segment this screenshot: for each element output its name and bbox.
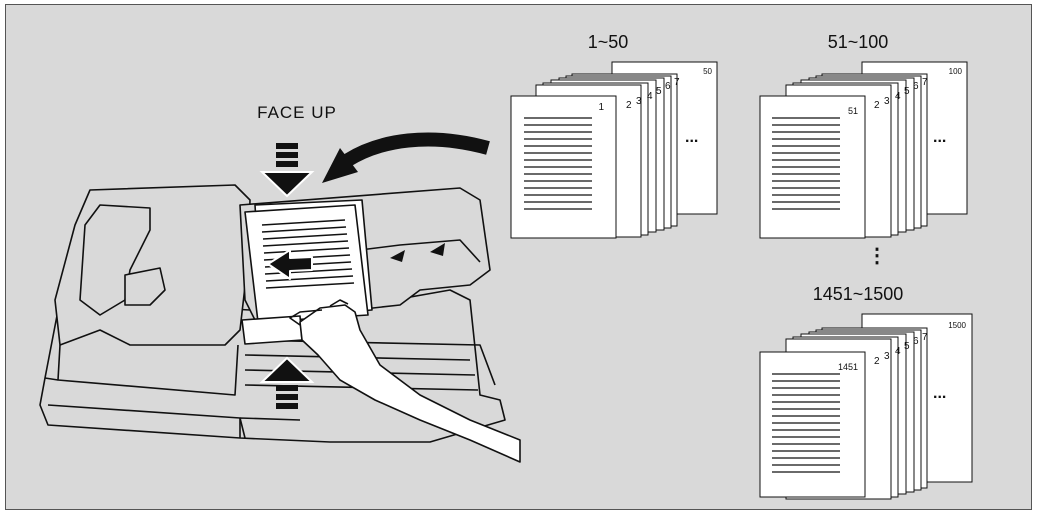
insert-down-arrow: [259, 143, 315, 198]
text-lines: [772, 373, 840, 473]
page-number: 5: [904, 341, 910, 352]
first-page-number: 1: [598, 102, 604, 113]
page-number: 5: [656, 86, 662, 97]
text-lines: [772, 117, 840, 210]
last-page-number: 50: [703, 67, 712, 76]
curved-insert-arrow: [322, 132, 490, 183]
stack-range-label: 1~50: [588, 32, 629, 52]
stack-1451-1500: 1451~1500 1500 ... 7 6 5 4 3 2 1451: [759, 284, 973, 500]
page-number: 3: [884, 96, 890, 107]
face-up-label: FACE UP: [257, 103, 337, 122]
stack-ellipsis: ...: [933, 385, 946, 402]
page-number: 3: [636, 96, 642, 107]
stack-range-label: 51~100: [828, 32, 889, 52]
first-page-number: 1451: [838, 362, 858, 372]
page-number: 3: [884, 351, 890, 362]
page-number: 2: [874, 100, 880, 111]
page-number: 4: [895, 346, 901, 357]
page-number: 2: [874, 356, 880, 367]
vertical-ellipsis: ⋮: [867, 245, 887, 267]
page-number: 7: [922, 332, 928, 343]
page-number: 4: [647, 91, 653, 102]
last-page-number: 1500: [948, 321, 966, 330]
hand-illustration: [289, 299, 521, 463]
stack-51-100: 51~100 100 ... 7 6 5 4 3 2 51: [759, 32, 968, 239]
page-number: 2: [626, 100, 632, 111]
page-number: 6: [913, 336, 919, 347]
page-number: 6: [913, 81, 919, 92]
page-number: 7: [922, 77, 928, 88]
stack-ellipsis: ...: [685, 129, 698, 146]
page-number: 6: [665, 81, 671, 92]
push-up-arrow: [259, 356, 315, 409]
stack-range-label: 1451~1500: [813, 284, 904, 304]
page-number: 4: [895, 91, 901, 102]
document-feeder: [39, 184, 506, 443]
text-lines: [524, 117, 592, 210]
page-number: 5: [904, 86, 910, 97]
stack-1-50: 1~50 50 ... 7 6 5 4 3 2 1: [510, 32, 718, 239]
first-page-number: 51: [848, 106, 858, 116]
stack-ellipsis: ...: [933, 129, 946, 146]
last-page-number: 100: [949, 67, 963, 76]
page-number: 7: [674, 77, 680, 88]
